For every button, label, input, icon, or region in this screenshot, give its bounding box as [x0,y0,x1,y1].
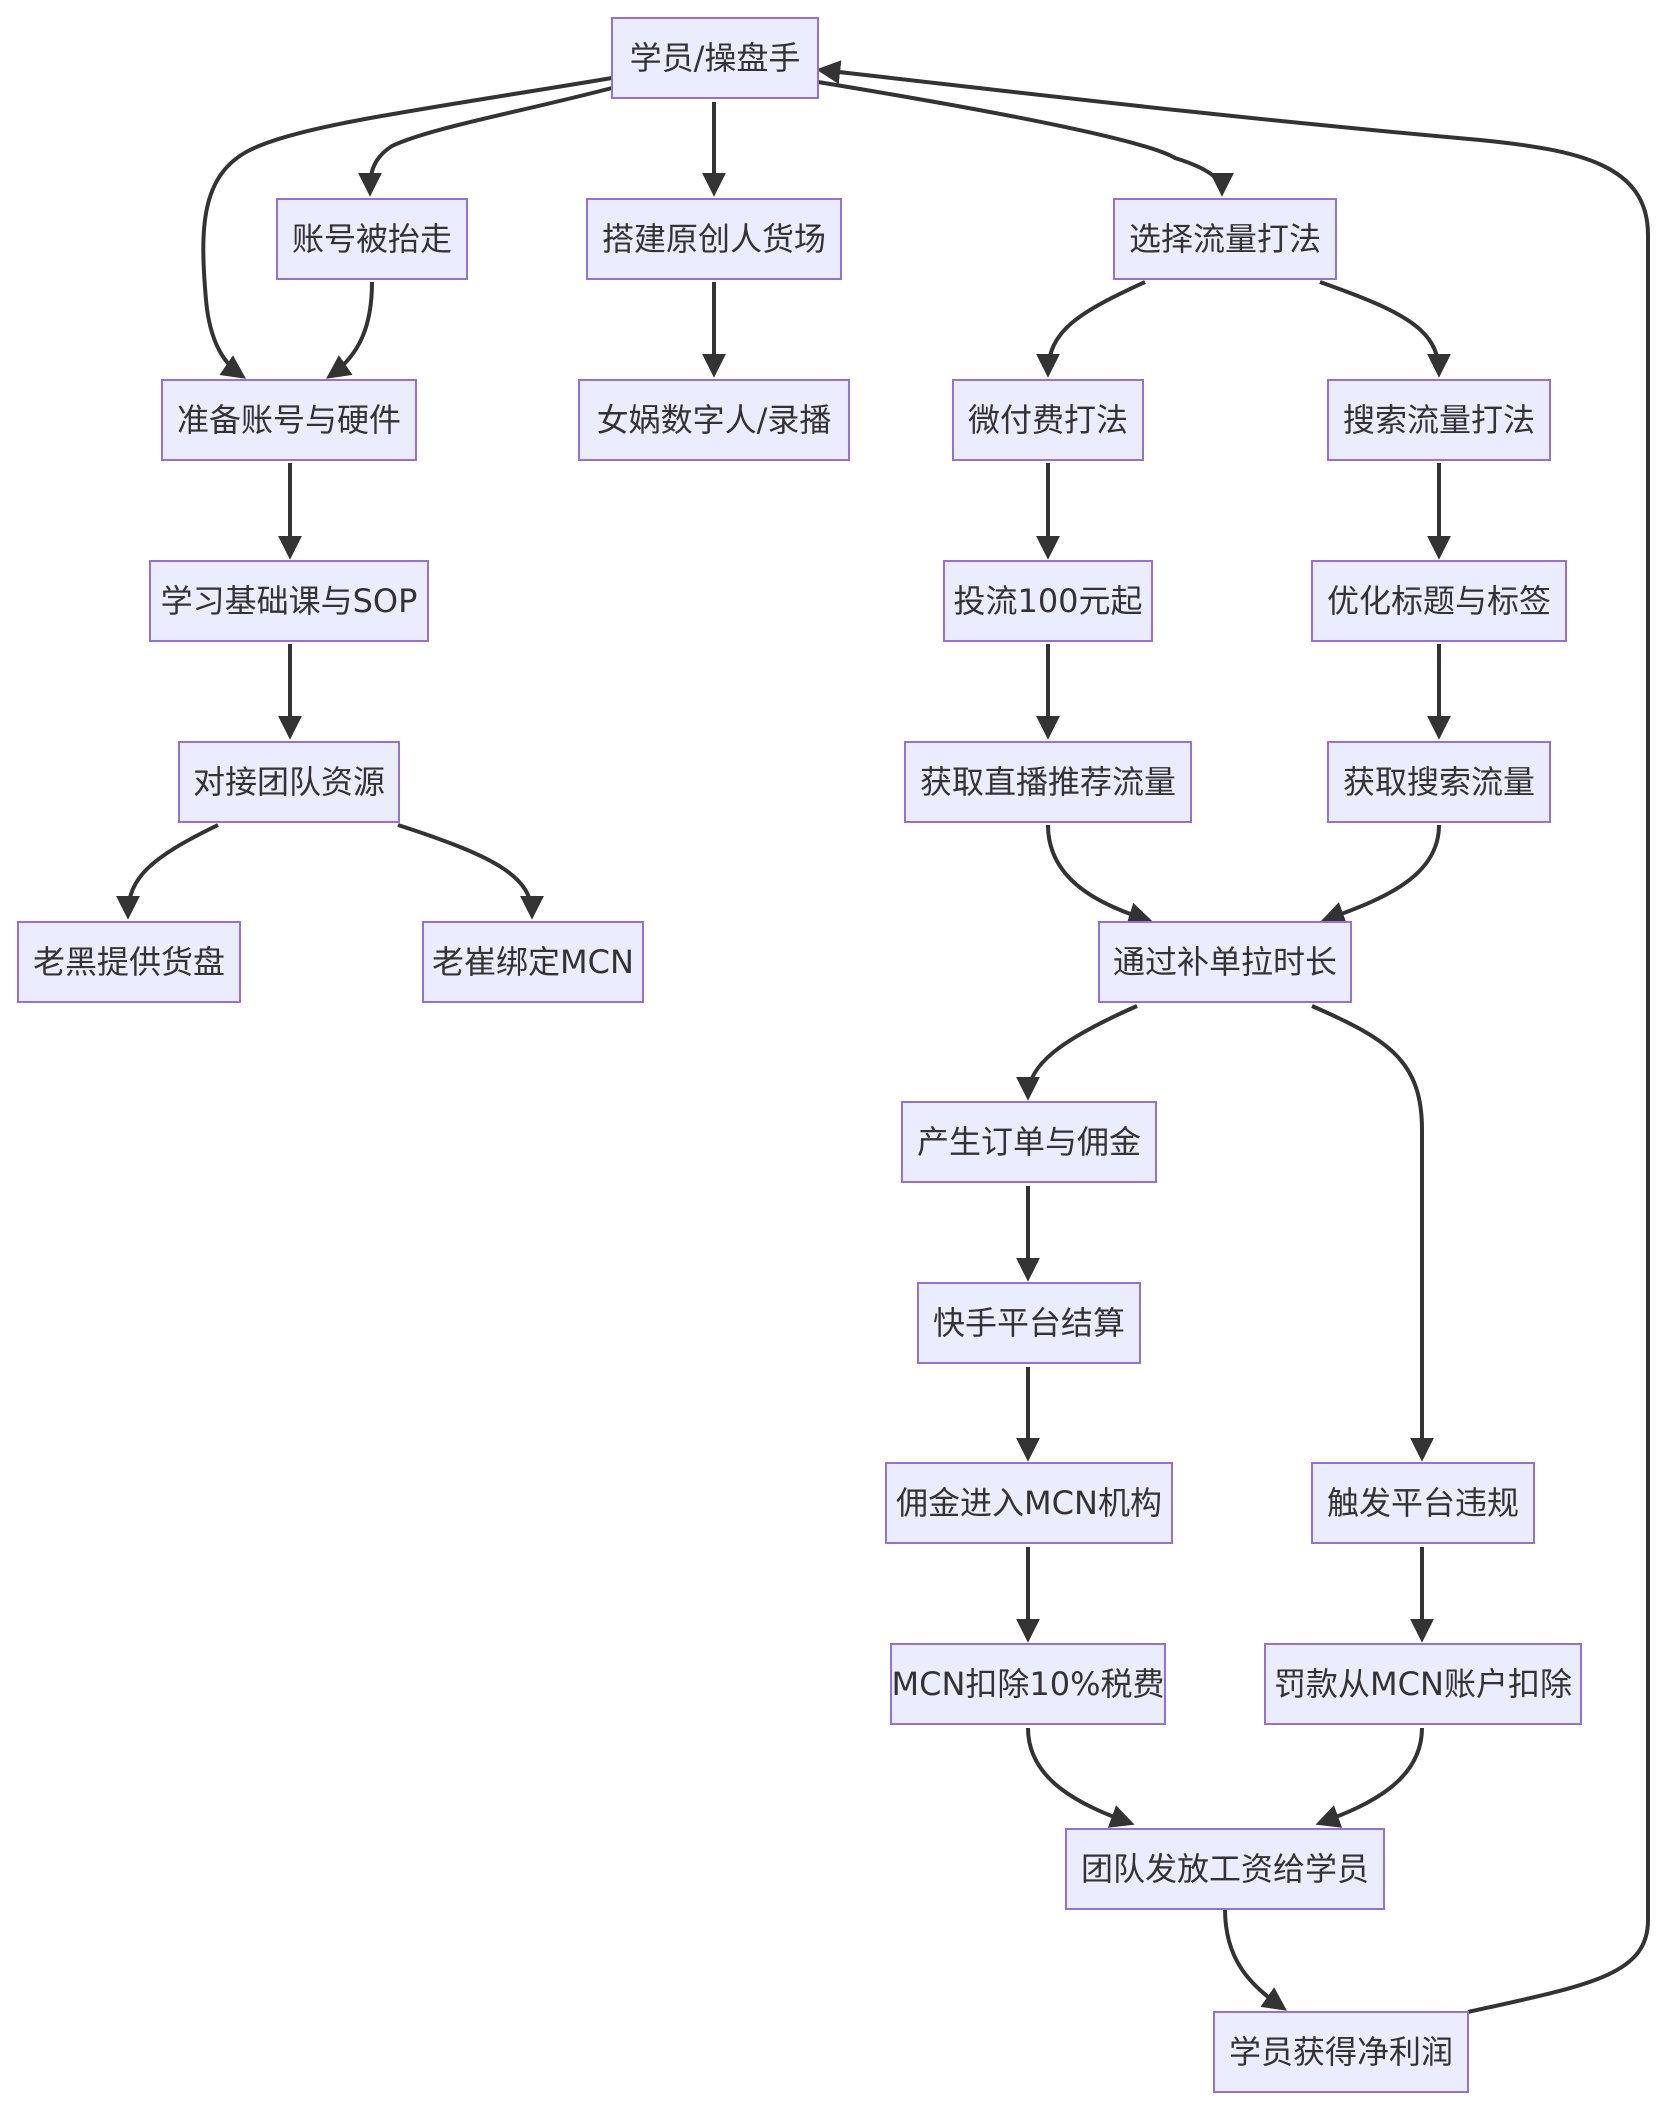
node-net-profit-label: 学员获得净利润 [1229,2033,1453,2071]
node-invest-100-label: 投流100元起 [953,582,1142,620]
edge-live-recommend-to-supplement-orders [1046,824,1153,926]
node-live-recommend: 获取直播推荐流量 [904,741,1192,823]
node-laohei-goods-label: 老黑提供货盘 [33,943,225,981]
node-orders-commission-label: 产生订单与佣金 [917,1123,1141,1161]
node-team-pay-label: 团队发放工资给学员 [1081,1850,1369,1888]
node-prepare-account: 准备账号与硬件 [161,379,417,461]
node-build-store: 搭建原创人货场 [586,198,842,280]
node-supplement-orders: 通过补单拉时长 [1098,921,1352,1003]
node-orders-commission: 产生订单与佣金 [901,1101,1157,1183]
node-net-profit: 学员获得净利润 [1213,2011,1469,2093]
edge-trader-to-choose-traffic [817,80,1234,197]
node-commission-mcn-label: 佣金进入MCN机构 [896,1484,1162,1522]
edge-get-search-to-supplement-orders [1320,824,1441,925]
edge-mcn-tax-to-team-pay [1026,1727,1135,1828]
node-get-search: 获取搜索流量 [1327,741,1551,823]
node-account-taken: 账号被抬走 [276,198,468,280]
edges [116,60,1650,2014]
node-team-resources-label: 对接团队资源 [193,763,385,801]
node-fine-deduct-label: 罚款从MCN账户扣除 [1274,1665,1572,1703]
node-learn-basics: 学习基础课与SOP [149,560,429,642]
edge-choose-traffic-to-micro-paid [1036,280,1146,378]
node-optimize-titles: 优化标题与标签 [1311,560,1567,642]
edge-trader-to-prepare-account [201,76,613,379]
node-supplement-orders-label: 通过补单拉时长 [1113,943,1337,981]
node-account-taken-label: 账号被抬走 [292,220,452,258]
node-trader-label: 学员/操盘手 [630,39,801,77]
node-choose-traffic: 选择流量打法 [1113,198,1337,280]
node-search-traffic-label: 搜索流量打法 [1343,401,1535,439]
edge-team-resources-to-laohei-goods [116,823,219,920]
node-mcn-tax-label: MCN扣除10%税费 [891,1665,1164,1703]
node-choose-traffic-label: 选择流量打法 [1129,220,1321,258]
node-search-traffic: 搜索流量打法 [1327,379,1551,461]
edge-supplement-orders-to-orders-commission [1016,1004,1138,1101]
node-prepare-account-label: 准备账号与硬件 [177,401,401,439]
edge-choose-traffic-to-search-traffic [1319,280,1451,378]
node-fine-deduct: 罚款从MCN账户扣除 [1264,1643,1582,1725]
node-trader: 学员/操盘手 [611,17,819,99]
node-live-recommend-label: 获取直播推荐流量 [920,763,1176,801]
node-violation: 触发平台违规 [1311,1462,1535,1544]
node-commission-mcn: 佣金进入MCN机构 [885,1462,1173,1544]
node-digital-human: 女娲数字人/录播 [578,379,850,461]
node-kuaishou-settle-label: 快手平台结算 [933,1304,1125,1342]
edge-fine-deduct-to-team-pay [1315,1727,1424,1828]
edge-team-pay-to-net-profit [1223,1908,1287,2011]
node-optimize-titles-label: 优化标题与标签 [1327,582,1551,620]
node-learn-basics-label: 学习基础课与SOP [161,582,418,620]
node-get-search-label: 获取搜索流量 [1343,763,1535,801]
node-invest-100: 投流100元起 [943,560,1153,642]
edge-net-profit-to-trader [816,60,1650,2014]
node-laohei-goods: 老黑提供货盘 [17,921,241,1003]
node-micro-paid: 微付费打法 [952,379,1144,461]
node-micro-paid-label: 微付费打法 [968,401,1128,439]
node-laocui-mcn: 老崔绑定MCN [422,921,644,1003]
node-digital-human-label: 女娲数字人/录播 [597,401,832,439]
edge-supplement-orders-to-violation [1311,1004,1434,1462]
nodes: 学员/操盘手 账号被抬走 搭建原创人货场 选择流量打法 准备账号与硬件 女娲数字… [17,17,1582,2093]
node-laocui-mcn-label: 老崔绑定MCN [432,943,634,981]
edge-team-resources-to-laocui-mcn [397,823,544,920]
node-build-store-label: 搭建原创人货场 [602,220,826,258]
node-team-resources: 对接团队资源 [178,741,400,823]
node-mcn-tax: MCN扣除10%税费 [890,1643,1166,1725]
node-kuaishou-settle: 快手平台结算 [917,1282,1141,1364]
edge-account-taken-to-prepare-account [326,281,374,379]
node-team-pay: 团队发放工资给学员 [1065,1828,1385,1910]
node-violation-label: 触发平台违规 [1327,1484,1519,1522]
edge-trader-to-account-taken [358,86,613,197]
